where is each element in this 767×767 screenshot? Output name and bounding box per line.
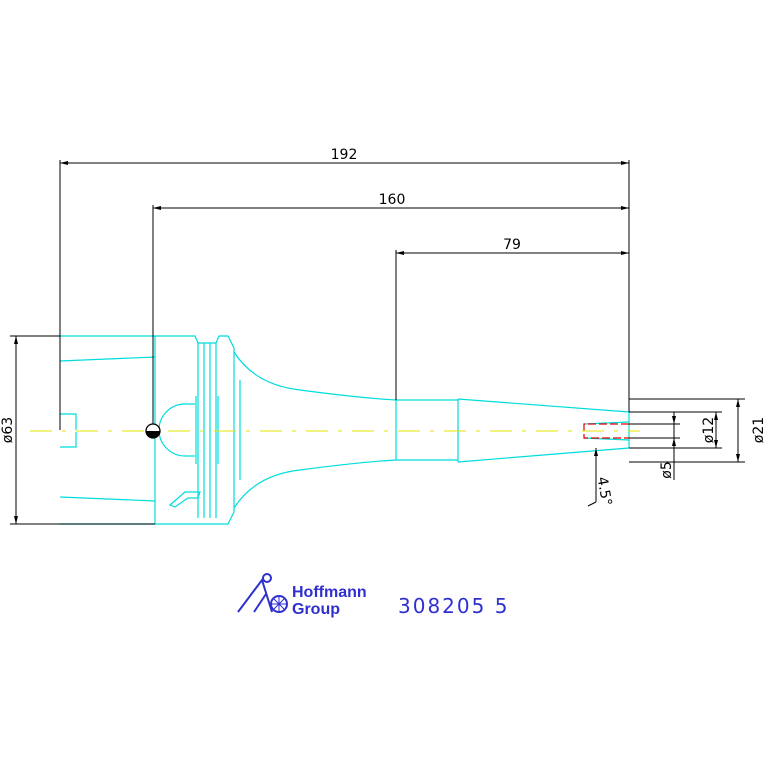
dim-angle-label: 4.5° — [594, 476, 615, 508]
dim-160-label: 160 — [379, 192, 406, 208]
nose-top — [457, 398, 630, 413]
dim-dia5-label: ø5 — [659, 461, 675, 478]
drive-slot-top — [60, 413, 77, 430]
shank-body — [60, 335, 156, 525]
dim-dia63-label: ø63 — [0, 417, 16, 443]
dim-79-label: 79 — [503, 237, 521, 253]
nose-bottom — [457, 447, 630, 463]
hoffmann-group-logo: Hoffmann Group — [237, 573, 367, 618]
part-number: 308205 5 — [398, 594, 509, 618]
v-groove — [158, 403, 195, 457]
arrowheads — [14, 161, 740, 524]
dim-192-label: 192 — [331, 147, 358, 163]
dimension-lines — [10, 160, 745, 525]
gauge-point-marker — [145, 423, 161, 439]
neck-top — [233, 351, 458, 401]
flange — [155, 335, 235, 525]
dim-dia21-label: ø21 — [751, 417, 767, 443]
logo-line2: Group — [292, 601, 340, 618]
dim-dia12-label: ø12 — [701, 417, 717, 443]
neck-bottom — [233, 459, 458, 509]
drive-slot-bottom — [60, 432, 77, 448]
part-outline — [59, 335, 630, 525]
logo-line1: Hoffmann — [292, 584, 367, 601]
logo-symbol-icon — [237, 573, 288, 613]
